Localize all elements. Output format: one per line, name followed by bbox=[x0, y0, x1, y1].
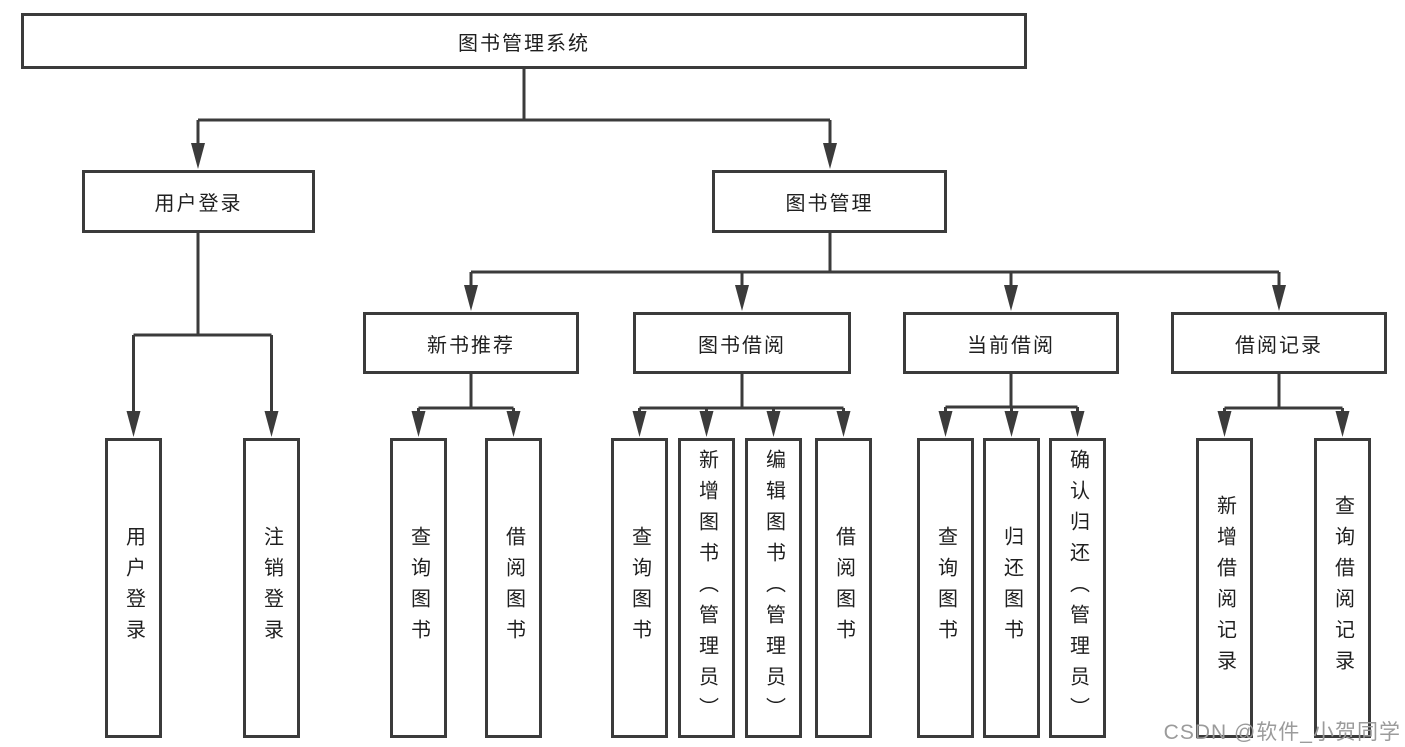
connector-records-to-leaves bbox=[1217, 374, 1350, 437]
csdn-watermark: CSDN @软件_小贺同学 bbox=[1163, 721, 1401, 744]
connector-recommend-to-leaves bbox=[411, 374, 521, 437]
leaf-return-book: 归还图书 bbox=[983, 438, 1040, 738]
leaf-borrow-book-recommend: 借阅图书 bbox=[485, 438, 542, 738]
node-borrow-records: 借阅记录 bbox=[1171, 312, 1387, 374]
node-user-login: 用户登录 bbox=[82, 170, 315, 233]
node-label: 图书管理 bbox=[785, 193, 874, 215]
leaf-query-book-recommend: 查询图书 bbox=[390, 438, 447, 738]
leaf-edit-book-admin: 编辑图书（管理员） bbox=[745, 438, 802, 738]
node-current-borrow: 当前借阅 bbox=[903, 312, 1119, 374]
node-label: 用户登录 bbox=[154, 193, 243, 215]
leaf-query-book-borrow: 查询图书 bbox=[611, 438, 668, 738]
leaf-label: 借阅图书 bbox=[832, 526, 855, 650]
leaf-label: 归还图书 bbox=[1000, 526, 1023, 650]
leaf-add-borrow-record: 新增借阅记录 bbox=[1196, 438, 1253, 738]
connector-root-to-level2 bbox=[191, 68, 837, 169]
node-new-book-recommend: 新书推荐 bbox=[363, 312, 579, 374]
leaf-label: 新增图书（管理员） bbox=[695, 448, 718, 728]
leaf-label: 用户登录 bbox=[122, 526, 145, 650]
connector-mgmt-to-level3 bbox=[464, 233, 1286, 311]
leaf-label: 查询图书 bbox=[407, 526, 430, 650]
leaf-label: 查询图书 bbox=[934, 526, 957, 650]
leaf-add-book-admin: 新增图书（管理员） bbox=[678, 438, 735, 738]
leaf-label: 查询借阅记录 bbox=[1331, 495, 1354, 681]
leaf-query-borrow-record: 查询借阅记录 bbox=[1314, 438, 1371, 738]
leaf-user-login: 用户登录 bbox=[105, 438, 162, 738]
connector-borrow-to-leaves bbox=[632, 374, 851, 437]
leaf-label: 编辑图书（管理员） bbox=[762, 448, 785, 728]
node-library-management-system: 图书管理系统 bbox=[21, 13, 1027, 69]
node-label: 图书管理系统 bbox=[458, 32, 590, 55]
node-label: 借阅记录 bbox=[1235, 334, 1323, 357]
leaf-label: 确认归还（管理员） bbox=[1066, 448, 1089, 728]
leaf-logout: 注销登录 bbox=[243, 438, 300, 738]
leaf-label: 新增借阅记录 bbox=[1213, 495, 1236, 681]
leaf-confirm-return-admin: 确认归还（管理员） bbox=[1049, 438, 1106, 738]
leaf-query-book-current: 查询图书 bbox=[917, 438, 974, 738]
connector-login-to-leaves bbox=[126, 233, 279, 437]
node-book-management: 图书管理 bbox=[712, 170, 947, 233]
connector-current-to-leaves bbox=[938, 374, 1085, 437]
node-label: 新书推荐 bbox=[427, 334, 515, 357]
node-label: 图书借阅 bbox=[698, 334, 786, 357]
leaf-label: 查询图书 bbox=[628, 526, 651, 650]
leaf-label: 借阅图书 bbox=[502, 526, 525, 650]
leaf-borrow-book-borrow: 借阅图书 bbox=[815, 438, 872, 738]
node-book-borrow: 图书借阅 bbox=[633, 312, 851, 374]
node-label: 当前借阅 bbox=[967, 334, 1055, 357]
leaf-label: 注销登录 bbox=[260, 526, 283, 650]
